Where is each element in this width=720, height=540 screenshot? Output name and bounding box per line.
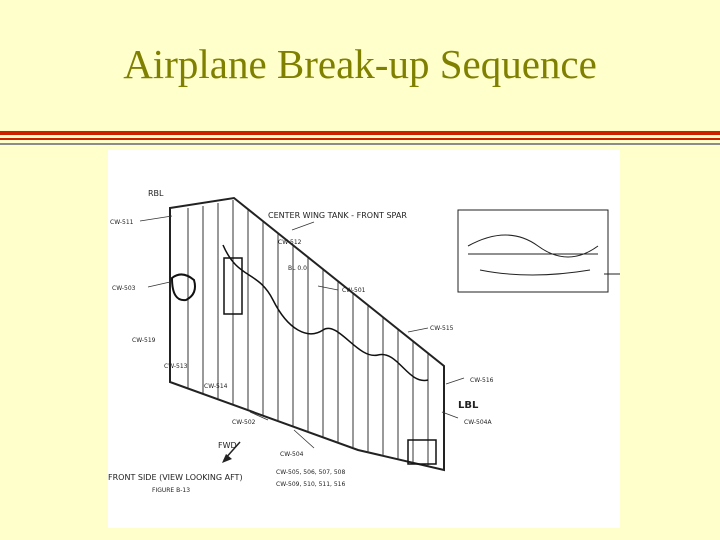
label-cw-501: CW-501 [342,287,366,294]
label-fwd: FWD [218,441,237,450]
wing-tank-diagram-scan: CENTER WING TANK - FRONT SPAR RBL LBL BL… [108,150,620,528]
label-bl-zero: BL 0.0 [288,265,307,272]
label-cw-503: CW-503 [112,285,136,292]
inset-sketch [467,234,599,276]
fragment-outline-access [223,257,243,315]
fragment-outline-left [170,273,196,302]
label-cw-511: CW-511 [110,219,134,226]
leader-lines [139,215,465,449]
label-cw-504: CW-504 [280,451,304,458]
label-cw-515: CW-515 [430,325,454,332]
label-cw-512: CW-512 [278,239,302,246]
diagram-header: CENTER WING TANK - FRONT SPAR [268,211,407,220]
label-cw-514: CW-514 [204,383,228,390]
label-cw-502: CW-502 [232,419,256,426]
fwd-arrow-head [222,454,232,463]
label-cw-513: CW-513 [164,363,188,370]
label-lbl: LBL [458,400,479,411]
wing-tank-diagram: CENTER WING TANK - FRONT SPAR RBL LBL BL… [108,189,620,494]
title-rule-red-thick [0,131,720,135]
fragment-outline-lower [407,439,437,465]
spar-panel-outline [169,196,445,472]
label-parts-group-1: CW-505, 506, 507, 508 [276,469,345,476]
title-rule-grey [0,143,720,145]
label-cw-519: CW-519 [132,337,156,344]
inset-detail-box [457,209,609,293]
title-rule-red-thin [0,138,720,140]
spar-stiffeners [187,200,429,466]
diagram-caption: FRONT SIDE (VIEW LOOKING AFT) [108,473,243,482]
fracture-line [222,244,429,382]
label-rbl: RBL [148,189,164,198]
label-cw-516: CW-516 [470,377,494,384]
label-cw-504a: CW-504A [464,419,492,426]
label-parts-group-2: CW-509, 510, 511, 516 [276,481,345,488]
diagram-figure-number: FIGURE B-13 [152,487,190,494]
slide-title: Airplane Break-up Sequence [123,41,597,87]
